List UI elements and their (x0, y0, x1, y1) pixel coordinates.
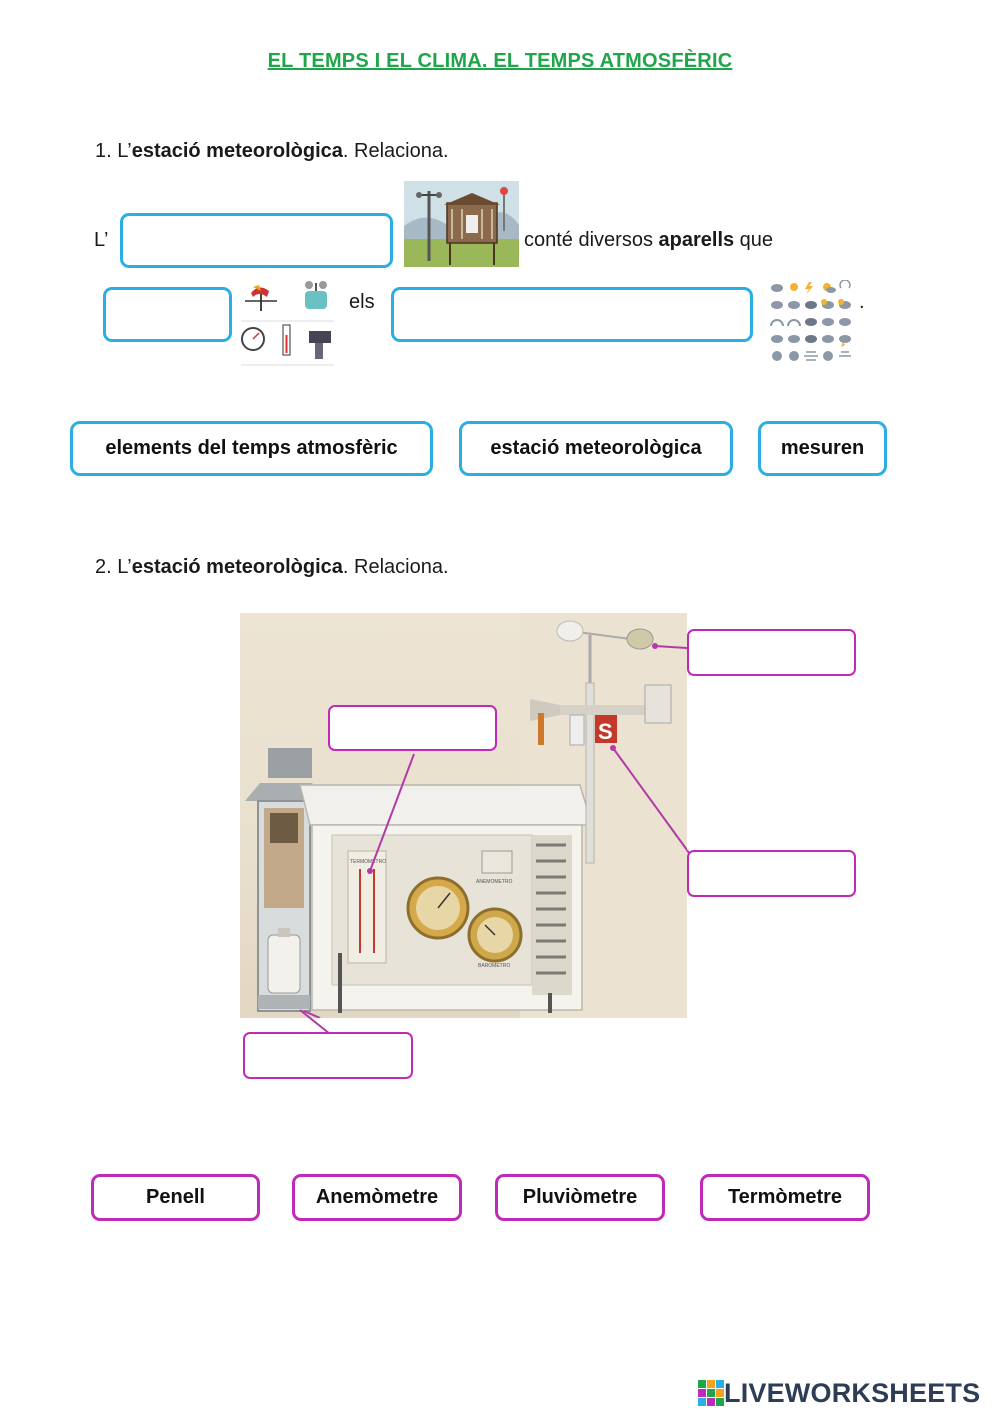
weather-station-image (404, 181, 519, 267)
option-anemometre[interactable]: Anemòmetre (292, 1174, 462, 1221)
page-title: EL TEMPS I EL CLIMA. EL TEMPS ATMOSFÈRIC (267, 50, 733, 72)
option-penell[interactable]: Penell (91, 1174, 260, 1221)
blank-anemometer[interactable] (687, 629, 856, 676)
q2-bold: estació meteorològica (131, 556, 343, 578)
q1-suffix: . Relaciona. (342, 140, 449, 162)
liveworksheets-logo: LIVEWORKSHEETS (698, 1376, 994, 1410)
sentence-mid-bold: aparells (658, 229, 735, 251)
q2-prefix: 2. L’ (95, 556, 132, 578)
q2-suffix: . Relaciona. (342, 556, 449, 578)
blank-1[interactable] (120, 213, 393, 268)
option-termometre[interactable]: Termòmetre (700, 1174, 870, 1221)
svg-text:S: S (598, 719, 613, 744)
sentence-mid: conté diversos aparells que (524, 229, 773, 252)
station-photo: TERMOMETRO BAROMETRO ANEMOMETRO S (240, 613, 687, 1018)
blank-vane[interactable] (687, 850, 856, 897)
option-pluviometre[interactable]: Pluviòmetre (495, 1174, 665, 1221)
instruments-image (239, 279, 336, 367)
blank-2[interactable] (103, 287, 232, 342)
barometer-label: BAROMETRO (478, 963, 510, 969)
brand-name: LIVEWORKSHEETS (724, 1377, 981, 1408)
option-estacio-meteorologica[interactable]: estació meteorològica (459, 421, 733, 476)
q1-prefix: 1. L’ (95, 140, 132, 162)
blank-3[interactable] (391, 287, 753, 342)
thermometer-label: TERMOMETRO (350, 859, 386, 865)
sentence-start: L’ (94, 229, 109, 251)
question-1-heading: 1. L’estació meteorològica. Relaciona. (95, 140, 449, 163)
weather-icons-image (769, 279, 855, 364)
els-text: els (349, 291, 375, 313)
option-mesuren[interactable]: mesuren (758, 421, 887, 476)
blank-rain-gauge[interactable] (243, 1032, 413, 1079)
period-text: . (859, 291, 865, 313)
option-elements-del-temps[interactable]: elements del temps atmosfèric (70, 421, 433, 476)
q1-bold: estació meteorològica (131, 140, 343, 162)
blank-thermometer[interactable] (328, 705, 497, 751)
anemometer-label: ANEMOMETRO (476, 879, 513, 885)
sentence-mid-text: conté diversos (524, 229, 659, 251)
question-2-heading: 2. L’estació meteorològica. Relaciona. (95, 556, 449, 579)
sentence-mid-end: que (734, 229, 774, 251)
logo-grid-icon (698, 1380, 724, 1406)
